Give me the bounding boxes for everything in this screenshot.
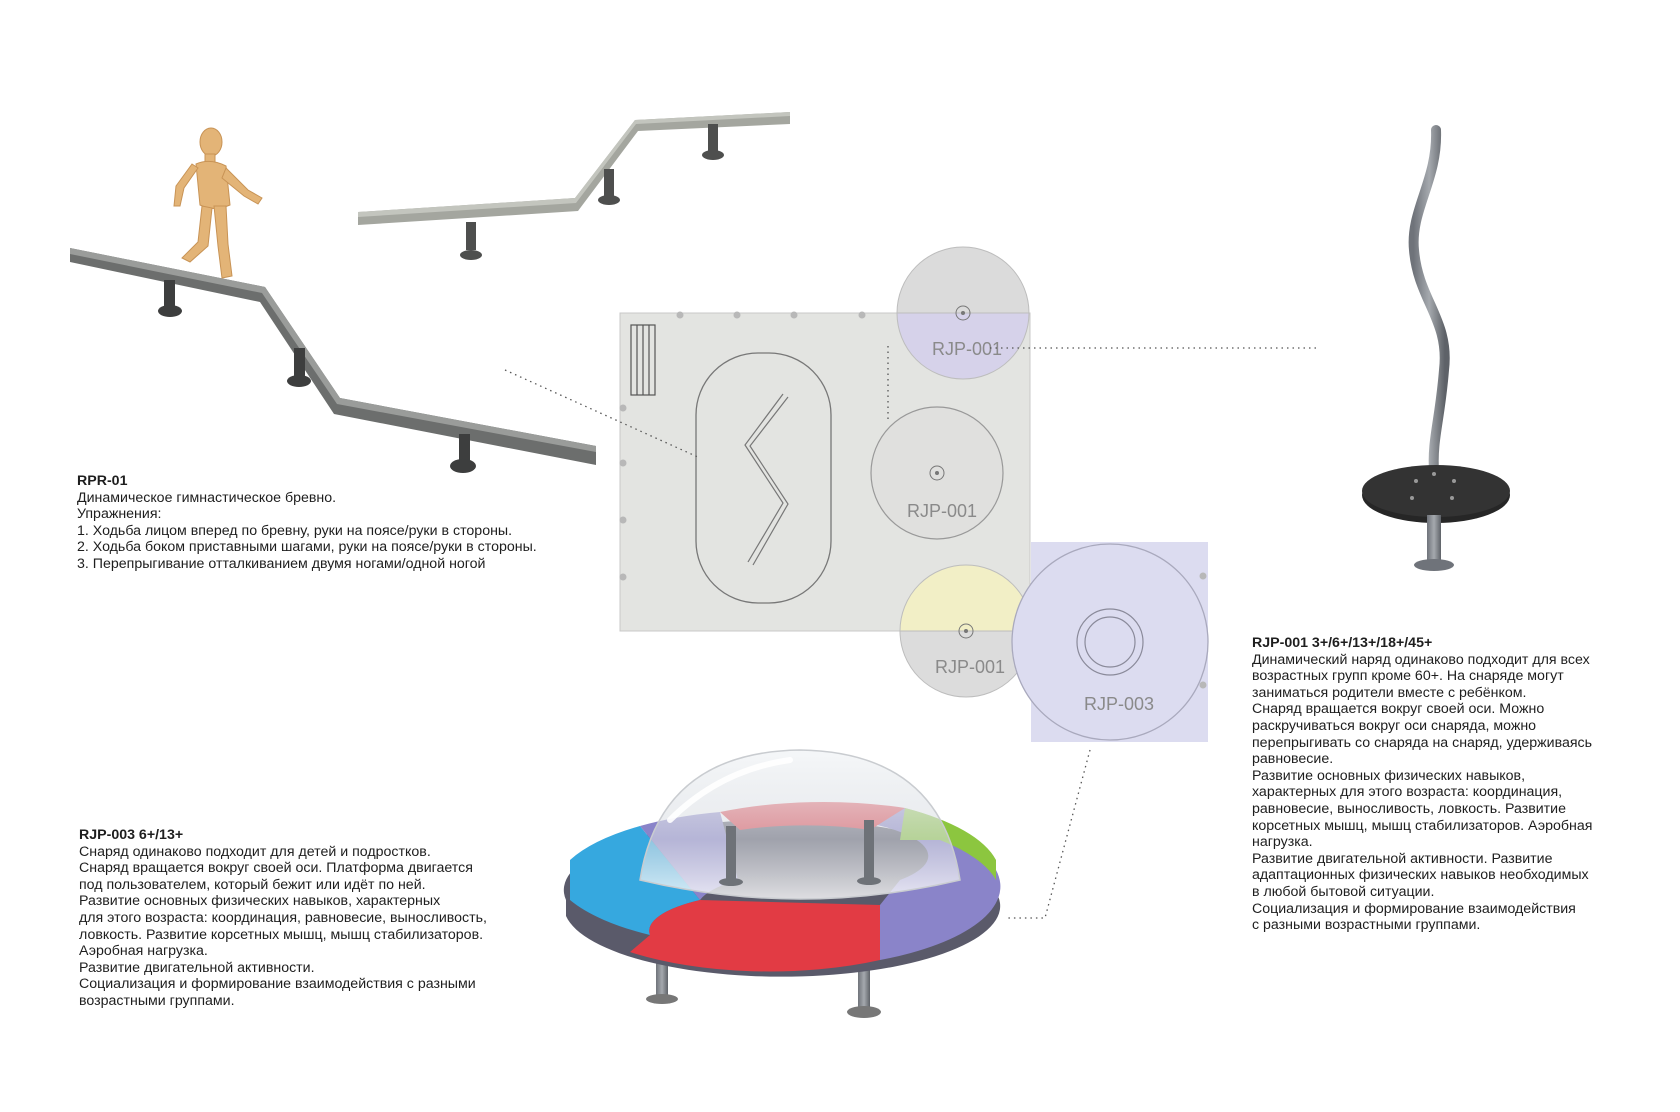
- description-line: Динамическое гимнастическое бревно.: [77, 489, 337, 506]
- description-line: раскручиваться вокруг оси снаряда, можно: [1252, 717, 1537, 734]
- description-line: корсетных мышц, мышц стабилизаторов. Аэр…: [1252, 817, 1593, 834]
- description-line: Снаряд вращается вокруг своей оси. Платф…: [79, 860, 473, 877]
- description-line: равновесие.: [1252, 751, 1334, 768]
- description-line: Динамический наряд одинаково подходит дл…: [1252, 651, 1590, 668]
- description-line: в любой бытовой ситуации.: [1252, 883, 1435, 900]
- description-title: RPR-01: [77, 473, 128, 489]
- description-line: Развитие двигательной активности. Развит…: [1252, 850, 1553, 867]
- description-line: 1. Ходьба лицом вперед по бревну, руки н…: [77, 522, 513, 539]
- description-line: перепрыгивать со снаряда на снаряд, удер…: [1252, 734, 1593, 751]
- description-title: RJP-003 6+/13+: [79, 827, 184, 843]
- plan-drawing: RJP-001 RJP-001 RJP-001 RJP-003: [619, 246, 1209, 742]
- leader-lines: [504, 346, 1318, 919]
- spinner-pole: [1362, 125, 1510, 571]
- plan-label-rjp001-bottom: RJP-001: [935, 657, 1005, 677]
- description-line: возрастными группами.: [79, 992, 235, 1009]
- description-line: адаптационных физических навыков необход…: [1252, 867, 1589, 884]
- description-line: под пользователем, который бежит или идё…: [79, 876, 426, 893]
- description-line: возрастных групп кроме 60+. На снаряде м…: [1252, 668, 1564, 685]
- mannequin-figure: [173, 127, 263, 279]
- description-line: для этого возраста: координация, равнове…: [79, 909, 487, 926]
- plan-label-rjp001-top: RJP-001: [932, 339, 1002, 359]
- description-line: равновесие, выносливость, ловкость. Разв…: [1252, 800, 1566, 817]
- description-line: Развитие основных физических навыков,: [1252, 767, 1526, 784]
- description-line: Развитие основных физических навыков, ха…: [79, 893, 441, 910]
- description-line: ловкость. Развитие корсетных мышц, мышц …: [79, 926, 484, 943]
- plan-label-rjp001-middle: RJP-001: [907, 501, 977, 521]
- balance-beam-front: [70, 248, 596, 473]
- description-line: Социализация и формирование взаимодейств…: [79, 976, 476, 993]
- description-line: Упражнения:: [77, 506, 162, 523]
- description-title: RJP-001 3+/6+/13+/18+/45+: [1252, 635, 1433, 651]
- description-line: с разными возрастными группами.: [1252, 917, 1481, 934]
- description-rpr-01: RPR-01 Динамическое гимнастическое бревн…: [77, 473, 537, 573]
- description-line: 2. Ходьба боком приставными шагами, руки…: [77, 539, 537, 556]
- description-line: Снаряд одинаково подходит для детей и по…: [79, 843, 431, 860]
- description-rjp-001: RJP-001 3+/6+/13+/18+/45+ Динамический н…: [1252, 635, 1592, 934]
- plan-label-rjp003: RJP-003: [1084, 694, 1154, 714]
- description-line: нагрузка.: [1252, 834, 1313, 851]
- description-line: характерных для этого возраста: координа…: [1252, 784, 1563, 801]
- dome-spinner: [563, 749, 1001, 1018]
- description-line: Аэробная нагрузка.: [79, 943, 208, 960]
- description-line: Социализация и формирование взаимодейств…: [1252, 900, 1576, 917]
- description-line: 3. Перепрыгивание отталкиванием двумя но…: [77, 555, 486, 572]
- description-line: заниматься родители вместе с ребёнком.: [1252, 684, 1527, 701]
- description-rjp-003: RJP-003 6+/13+ Снаряд одинаково подходит…: [79, 827, 487, 1010]
- description-line: Развитие двигательной активности.: [79, 959, 315, 976]
- gate-icon: [630, 324, 656, 396]
- description-line: Снаряд вращается вокруг своей оси. Можно: [1252, 701, 1545, 718]
- balance-beam-back: [358, 112, 790, 260]
